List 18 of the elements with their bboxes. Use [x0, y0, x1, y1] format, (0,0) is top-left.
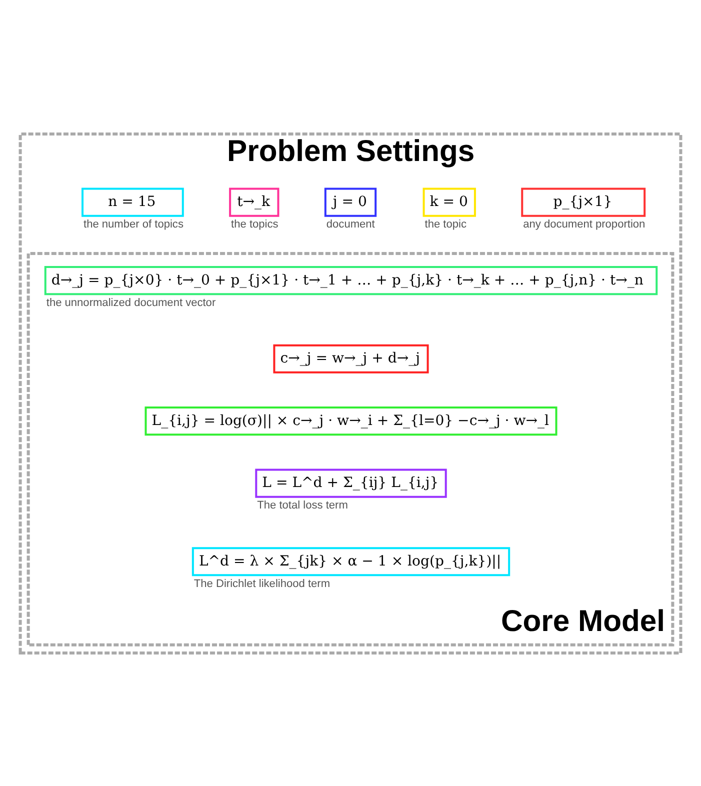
node-box: k = 0	[422, 187, 476, 216]
node-box: p_{j×1}	[521, 187, 646, 216]
node-box: n = 15	[82, 187, 184, 216]
node-box: d→_j = p_{j×0} · t→_0 + p_{j×1} · t→_1 + … + p_{j,k} · t→_k + … + p_{j,n} · t→_n	[44, 266, 658, 295]
node-label: document	[326, 218, 375, 230]
node-box: t→_k	[229, 187, 280, 216]
node-label: The total loss term	[257, 499, 348, 512]
node-label: any document proportion	[523, 218, 646, 230]
node-box: L^d = λ × Σ_{jk} × α − 1 × log(p_{j,k})||	[192, 546, 510, 576]
node-label: the unnormalized document vector	[46, 296, 216, 308]
node-box: c→_j = w→_j + d→_j	[273, 344, 429, 373]
node-label: The Dirichlet likelihood term	[194, 578, 330, 590]
node-label: the number of topics	[84, 218, 184, 230]
node-label: the topic	[424, 218, 466, 230]
node-label: the topics	[231, 218, 278, 230]
node-box: L = L^d + Σ_{ij} L_{i,j}	[255, 468, 447, 498]
node-box: L_{i,j} = log(σ)|| × c→_j · w→_i + Σ_{l=0} −c→_j · w→_l	[144, 406, 558, 436]
node-box: j = 0	[324, 187, 377, 216]
